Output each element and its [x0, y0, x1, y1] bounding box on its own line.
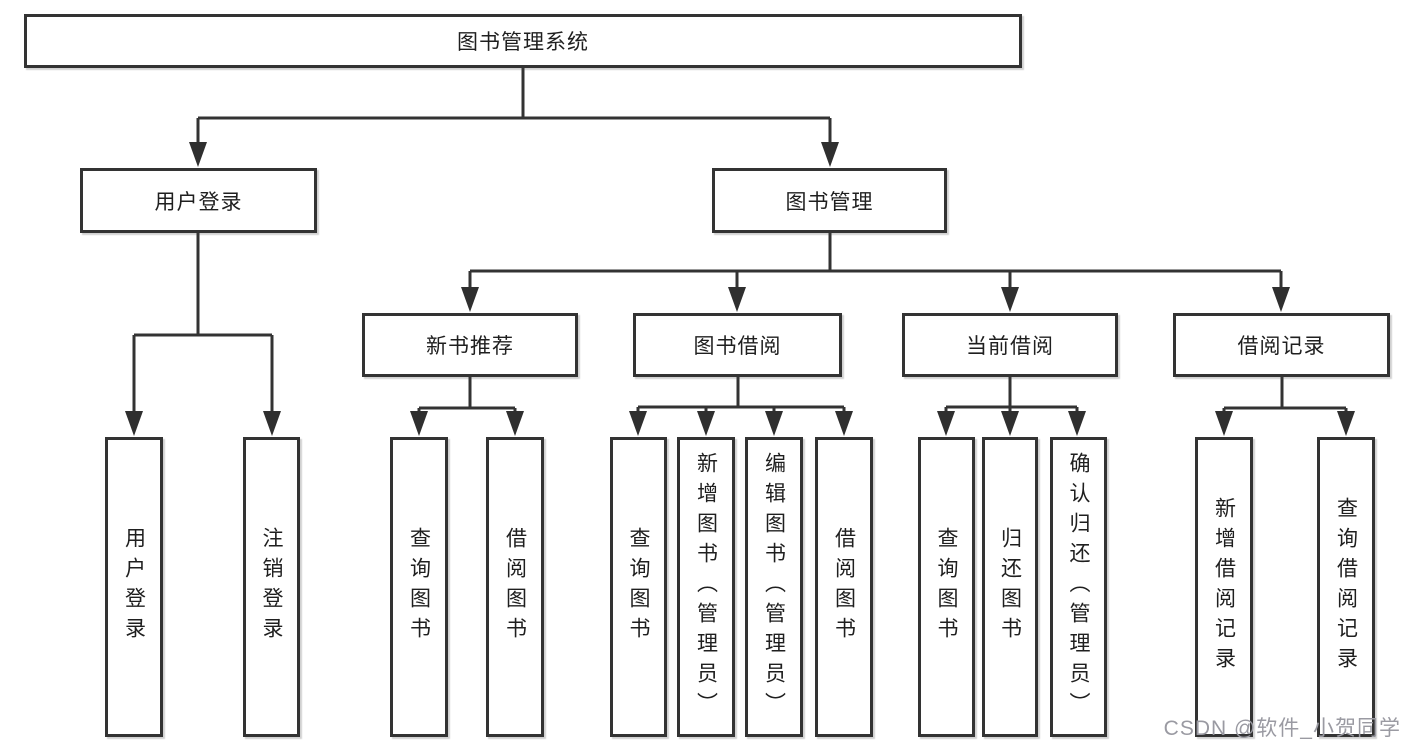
arrowhead-icon: [937, 411, 955, 436]
arrowhead-icon: [410, 411, 428, 436]
leaf-label: 查询借阅记录: [1334, 497, 1358, 677]
connector-book-management-to-level3: [468, 233, 1283, 295]
connector-user-login-to-children: [132, 233, 274, 419]
node-borrow-records: 借阅记录: [1173, 313, 1390, 377]
leaf-label: 借阅图书: [832, 527, 856, 647]
arrowhead-icon: [765, 411, 783, 436]
leaf-label: 新增借阅记录: [1212, 497, 1236, 677]
leaf-borrow-books: 借阅图书: [815, 437, 873, 737]
leaf-label: 注销登录: [260, 527, 283, 647]
leaf-query-books-current: 查询图书: [918, 437, 975, 737]
connector-new-book-recommend-to-children: [417, 377, 517, 419]
leaf-return-book: 归还图书: [982, 437, 1038, 737]
leaf-label: 查询图书: [627, 527, 650, 647]
leaf-add-book-admin: 新增图书（管理员）: [677, 437, 735, 737]
leaf-add-borrow-record: 新增借阅记录: [1195, 437, 1253, 737]
arrowhead-icon: [728, 287, 746, 312]
node-book-borrow: 图书借阅: [633, 313, 842, 377]
arrowhead-icon: [461, 287, 479, 312]
node-book-management: 图书管理: [712, 168, 947, 233]
arrowhead-icon: [821, 142, 839, 167]
leaf-label: 查询图书: [935, 527, 958, 647]
connector-book-borrow-to-children: [636, 377, 846, 419]
leaf-label: 归还图书: [998, 527, 1022, 647]
arrowhead-icon: [1337, 411, 1355, 436]
leaf-label: 新增图书（管理员）: [694, 452, 718, 722]
leaf-query-books-recommend: 查询图书: [390, 437, 448, 737]
leaf-label: 确认归还（管理员）: [1067, 452, 1090, 722]
arrowhead-icon: [1272, 287, 1290, 312]
leaf-query-borrow-record: 查询借阅记录: [1317, 437, 1375, 737]
leaf-confirm-return-admin: 确认归还（管理员）: [1050, 437, 1107, 737]
leaf-label: 用户登录: [122, 527, 146, 647]
leaf-label: 编辑图书（管理员）: [762, 452, 786, 722]
arrowhead-icon: [506, 411, 524, 436]
arrowhead-icon: [263, 411, 281, 436]
leaf-user-login: 用户登录: [105, 437, 163, 737]
connector-root-to-level2: [196, 68, 832, 150]
leaf-logout: 注销登录: [243, 437, 300, 737]
node-new-book-recommend: 新书推荐: [362, 313, 578, 377]
arrowhead-icon: [835, 411, 853, 436]
arrowhead-icon: [1215, 411, 1233, 436]
arrowhead-icon: [1001, 411, 1019, 436]
leaf-borrow-books-recommend: 借阅图书: [486, 437, 544, 737]
leaf-label: 查询图书: [407, 527, 431, 647]
arrowhead-icon: [697, 411, 715, 436]
arrowhead-icon: [629, 411, 647, 436]
csdn-watermark: CSDN @软件_小贺同学: [1163, 717, 1401, 740]
arrowhead-icon: [125, 411, 143, 436]
leaf-label: 借阅图书: [503, 527, 527, 647]
node-library-management-system: 图书管理系统: [24, 14, 1022, 68]
arrowhead-icon: [189, 142, 207, 167]
leaf-query-books-borrow: 查询图书: [610, 437, 667, 737]
node-user-login: 用户登录: [80, 168, 317, 233]
arrowhead-icon: [1001, 287, 1019, 312]
connector-borrow-records-to-children: [1222, 377, 1348, 419]
connector-current-borrow-to-children: [944, 377, 1079, 419]
arrowhead-icon: [1068, 411, 1086, 436]
leaf-edit-book-admin: 编辑图书（管理员）: [745, 437, 803, 737]
node-current-borrow: 当前借阅: [902, 313, 1118, 377]
